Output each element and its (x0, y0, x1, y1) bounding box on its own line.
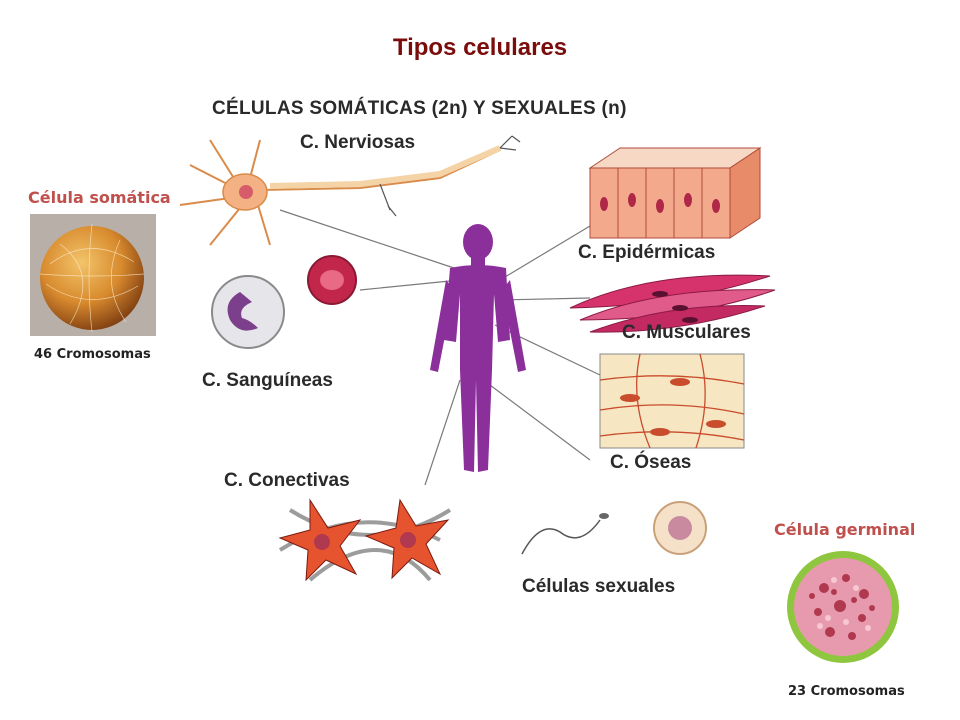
human-figure (430, 224, 526, 472)
nerve-cell-illustration (179, 135, 521, 246)
label-epidermicas: C. Epidérmicas (578, 242, 715, 263)
somatic-cell-image (30, 214, 156, 336)
label-conectivas: C. Conectivas (224, 470, 350, 491)
cell-types-diagram: CÉLULAS SOMÁTICAS (2n) Y SEXUALES (n) (160, 80, 800, 610)
connective-cells-illustration (278, 498, 452, 582)
germinal-cell-image (787, 551, 899, 663)
germinal-chromosomes: 23 Cromosomas (788, 684, 905, 699)
sex-cells-illustration (521, 501, 707, 555)
label-sexuales: Células sexuales (522, 576, 675, 597)
germinal-cell-title: Célula germinal (774, 520, 916, 539)
somatic-cell-title: Célula somática (28, 188, 171, 207)
blood-cells-illustration (211, 255, 357, 349)
label-nerviosas: C. Nerviosas (300, 132, 415, 153)
bone-cells-illustration (599, 353, 745, 449)
label-musculares: C. Musculares (622, 322, 751, 343)
epidermal-cells-illustration (588, 147, 762, 239)
diagram-drawing: C. Nerviosas C. Epidérmicas (179, 132, 776, 597)
label-oseas: C. Óseas (610, 451, 691, 473)
label-sanguineas: C. Sanguíneas (202, 370, 333, 391)
muscle-cells-illustration (569, 274, 776, 333)
somatic-chromosomes: 46 Cromosomas (34, 347, 151, 362)
diagram-heading: CÉLULAS SOMÁTICAS (2n) Y SEXUALES (n) (212, 98, 627, 119)
page-title: Tipos celulares (392, 34, 568, 61)
